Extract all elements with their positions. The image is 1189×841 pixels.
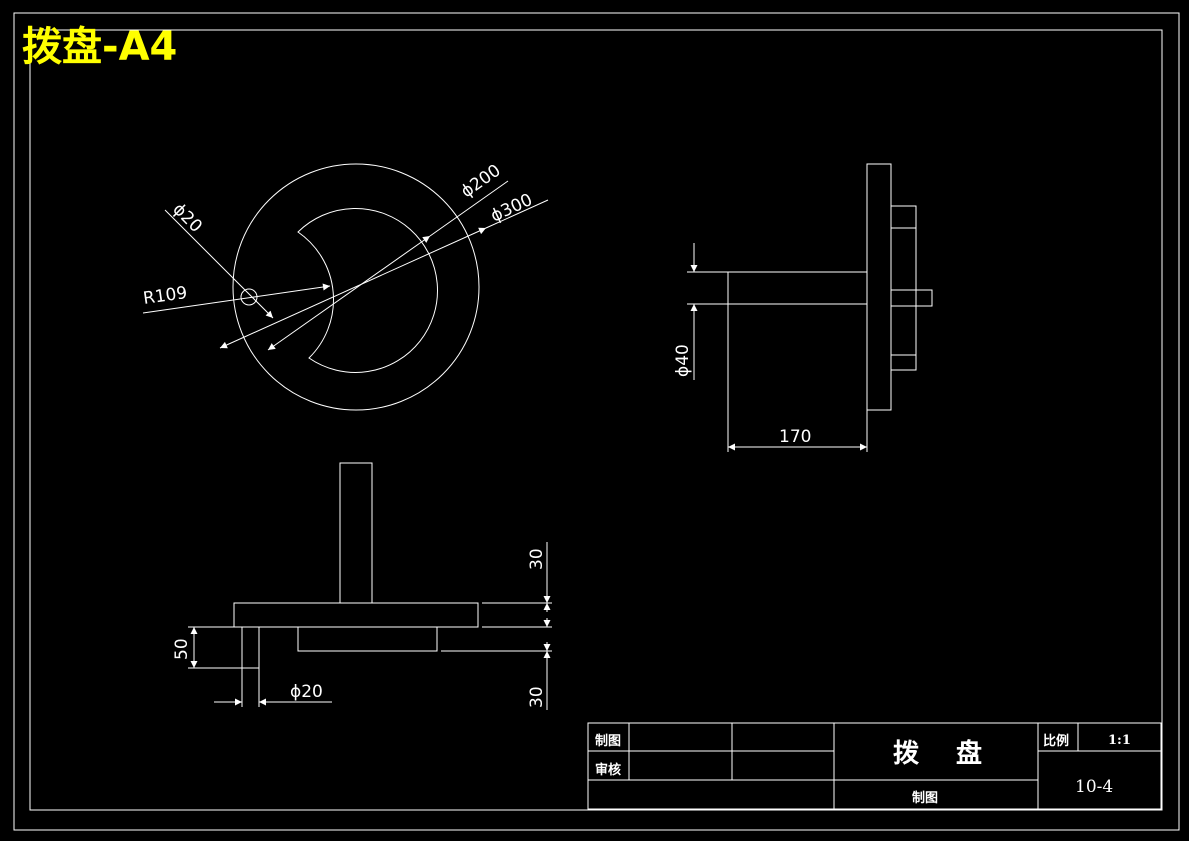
tb-part-name: 拨 盘 <box>893 738 996 769</box>
title-block-frame <box>587 722 1162 810</box>
d300-leader-ext <box>485 199 549 229</box>
disc-plate <box>866 163 892 411</box>
bottom-view: 30 30 50 ϕ20 <box>172 462 552 710</box>
d200-leader-ext <box>429 180 509 237</box>
side-d40-label: ϕ40 <box>673 344 693 377</box>
outer-border <box>13 12 1180 831</box>
tb-scale-label: 比例 <box>1043 733 1069 749</box>
front-view: ϕ20 R109 ϕ200 ϕ300 <box>142 161 549 411</box>
plate <box>233 602 479 628</box>
bottom-h30-top-label: 30 <box>527 548 547 570</box>
front-d300-label: ϕ300 <box>488 190 536 227</box>
pin-stub <box>890 289 933 307</box>
title-block: 制图 审核 拨 盘 制图 比例 1:1 10-4 <box>587 722 1162 810</box>
tb-scale-value: 1:1 <box>1108 733 1131 748</box>
bottom-d20-label: ϕ20 <box>290 682 323 702</box>
lug-top <box>890 205 917 229</box>
bottom-h50-label: 50 <box>172 638 192 660</box>
shaft <box>727 271 868 305</box>
lug-bottom <box>890 354 917 371</box>
sheet-title: 拨盘-A4 <box>22 24 177 70</box>
lug <box>297 626 438 652</box>
vertical-shaft <box>339 462 373 604</box>
front-d20-label: ϕ20 <box>168 199 205 236</box>
tb-check-label: 审核 <box>595 762 621 778</box>
d200-dim-line <box>267 235 431 351</box>
tb-drawing-no: 10-4 <box>1075 777 1113 797</box>
bottom-h30-bottom-label: 30 <box>527 686 547 708</box>
side-len170-label: 170 <box>779 427 811 447</box>
crescent-cutout <box>297 208 439 373</box>
inner-border <box>29 29 1163 811</box>
front-r109-label: R109 <box>142 283 189 309</box>
tb-drawn-label: 制图 <box>595 733 621 749</box>
lug-body <box>890 227 917 356</box>
side-view: ϕ40 170 <box>673 163 933 452</box>
pin <box>241 626 260 669</box>
d300-dim-line <box>219 227 487 349</box>
tb-unit-label: 制图 <box>912 790 938 806</box>
front-d200-label: ϕ200 <box>457 161 504 202</box>
